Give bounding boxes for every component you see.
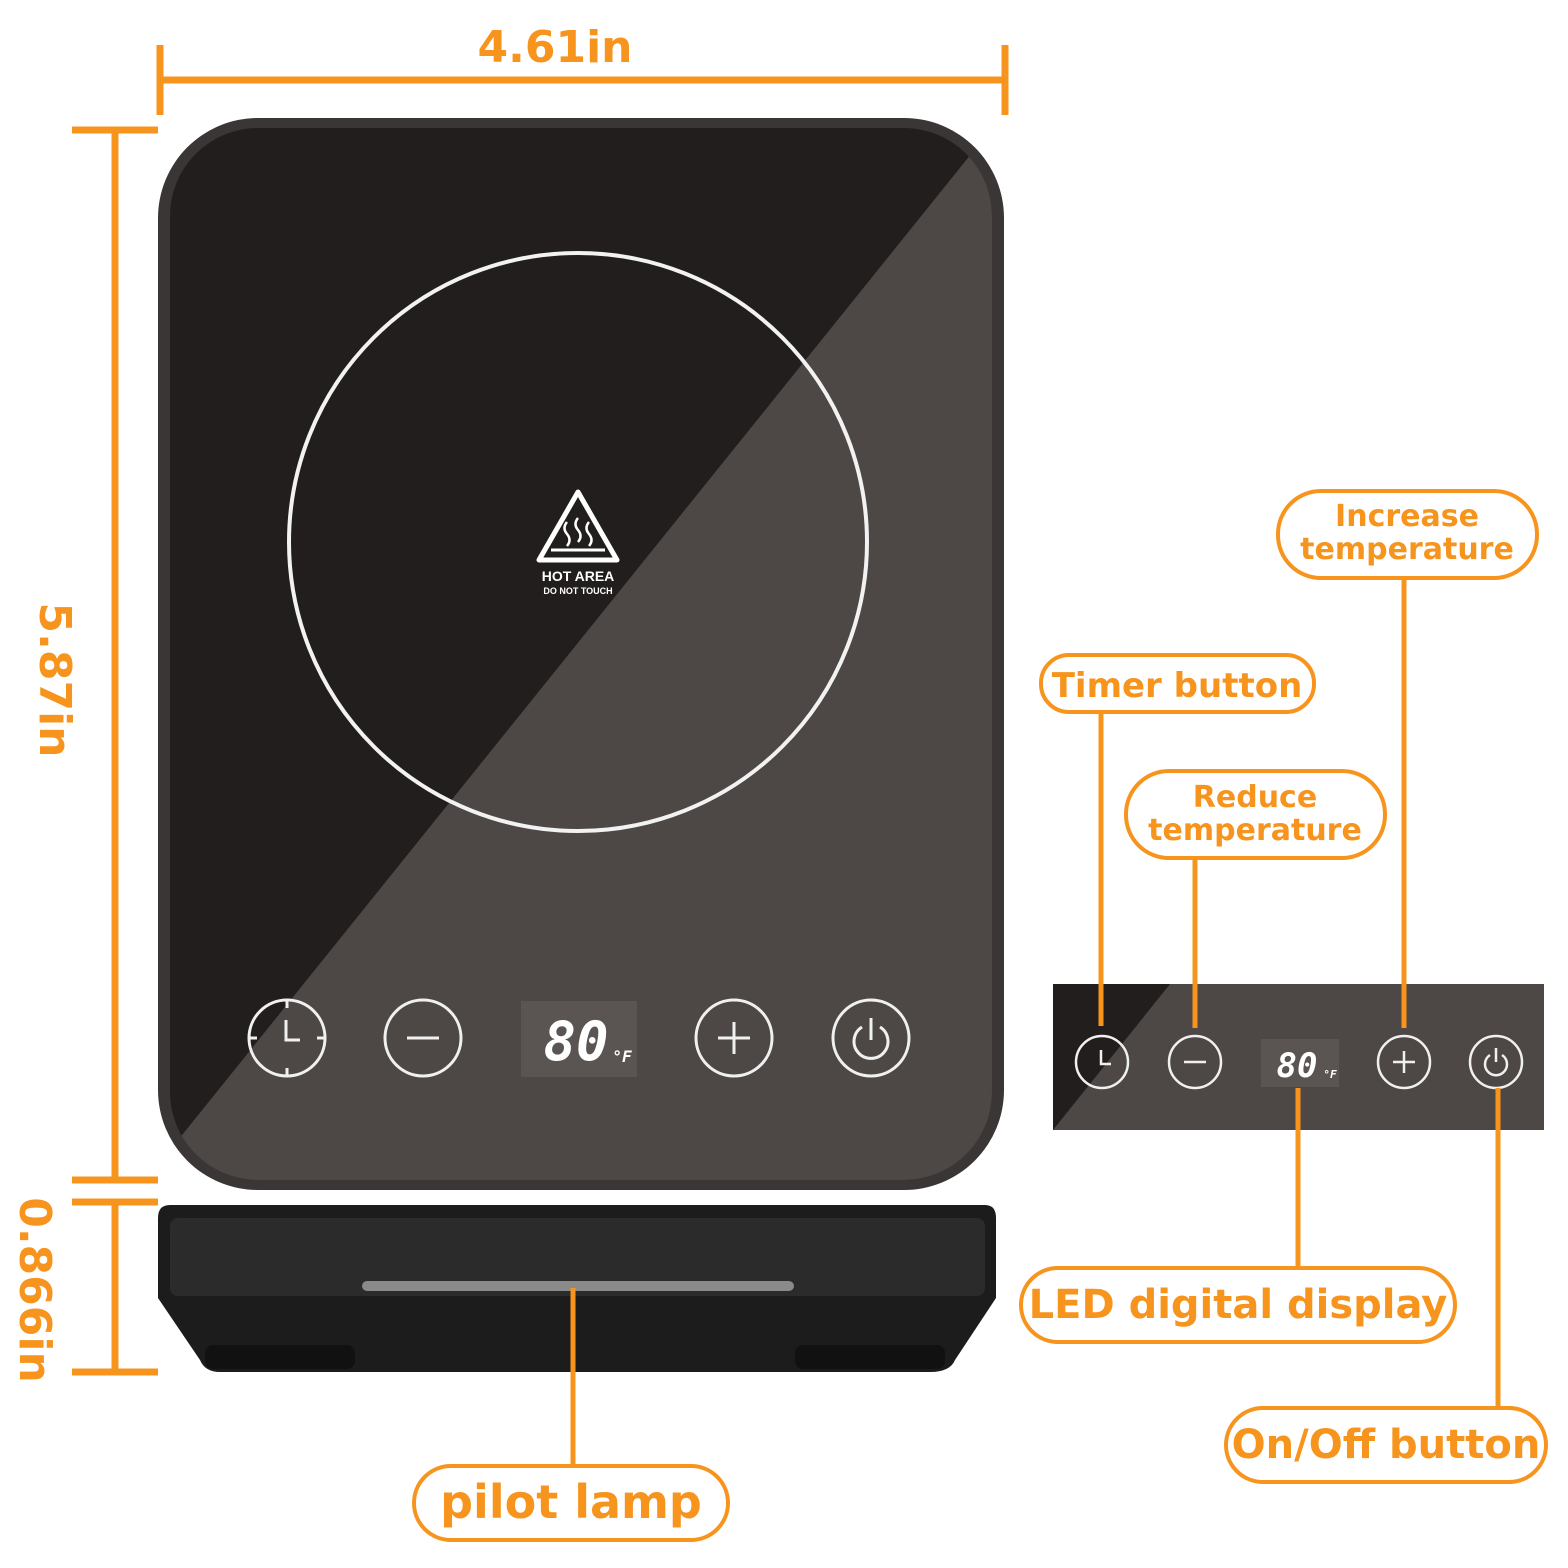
zoom-timer-button[interactable]	[1074, 1034, 1130, 1090]
clock-icon	[249, 1000, 325, 1076]
led-display: 80 °F	[521, 1001, 637, 1077]
clock-icon	[1099, 1050, 1111, 1066]
height-dimension	[72, 126, 158, 1184]
base-height-label: 0.866in	[9, 1197, 60, 1383]
callout-timer-text: Timer button	[1052, 666, 1303, 706]
power-icon	[1483, 1048, 1509, 1077]
power-button[interactable]	[831, 998, 911, 1078]
callout-led-display: LED digital display	[1019, 1266, 1457, 1344]
warmer-side-view	[158, 1205, 996, 1372]
width-label: 4.61in	[478, 22, 633, 73]
callout-timer-button: Timer button	[1039, 653, 1316, 714]
callout-led-text: LED digital display	[1029, 1282, 1448, 1328]
callout-pilot-lamp: pilot lamp	[412, 1464, 730, 1542]
led-unit: °F	[612, 1047, 632, 1066]
width-dimension	[156, 45, 1009, 115]
timer-button[interactable]	[247, 998, 327, 1078]
callout-increase-line-1: Increase	[1335, 499, 1479, 534]
callout-power-button: On/Off button	[1224, 1406, 1548, 1484]
zoom-led-unit: °F	[1323, 1068, 1337, 1081]
zoom-led-display: 80 °F	[1261, 1039, 1339, 1087]
zoom-reduce-button[interactable]	[1167, 1034, 1223, 1090]
callout-power-text: On/Off button	[1232, 1422, 1541, 1468]
callout-leaders	[570, 578, 1501, 1466]
warning-line-2: DO NOT TOUCH	[543, 586, 612, 596]
height-label: 5.87in	[29, 603, 80, 758]
base-height-dimension	[72, 1198, 158, 1376]
callout-increase-line-2: temperature	[1300, 532, 1514, 567]
power-icon	[852, 1018, 890, 1060]
hot-surface-warning-icon	[536, 489, 620, 563]
callout-reduce-line-1: Reduce	[1193, 780, 1317, 815]
pilot-lamp-bar	[362, 1281, 794, 1291]
reduce-temperature-button[interactable]	[383, 998, 463, 1078]
zoom-led-value: 80	[1277, 1046, 1318, 1086]
plus-icon	[718, 1022, 750, 1054]
callout-increase-temperature: Increase temperature	[1276, 489, 1539, 580]
warning-line-1: HOT AREA	[542, 568, 615, 584]
callout-reduce-temperature: Reduce temperature	[1124, 769, 1387, 860]
increase-temperature-button[interactable]	[694, 998, 774, 1078]
led-value: 80	[543, 1010, 608, 1073]
heating-plate-ring	[287, 251, 869, 833]
zoom-increase-button[interactable]	[1376, 1034, 1432, 1090]
plus-icon	[1393, 1051, 1415, 1073]
warmer-top-view: HOT AREA DO NOT TOUCH 80 °F	[158, 118, 1004, 1190]
callout-reduce-line-2: temperature	[1148, 813, 1362, 848]
callout-pilot-text: pilot lamp	[440, 1475, 702, 1529]
